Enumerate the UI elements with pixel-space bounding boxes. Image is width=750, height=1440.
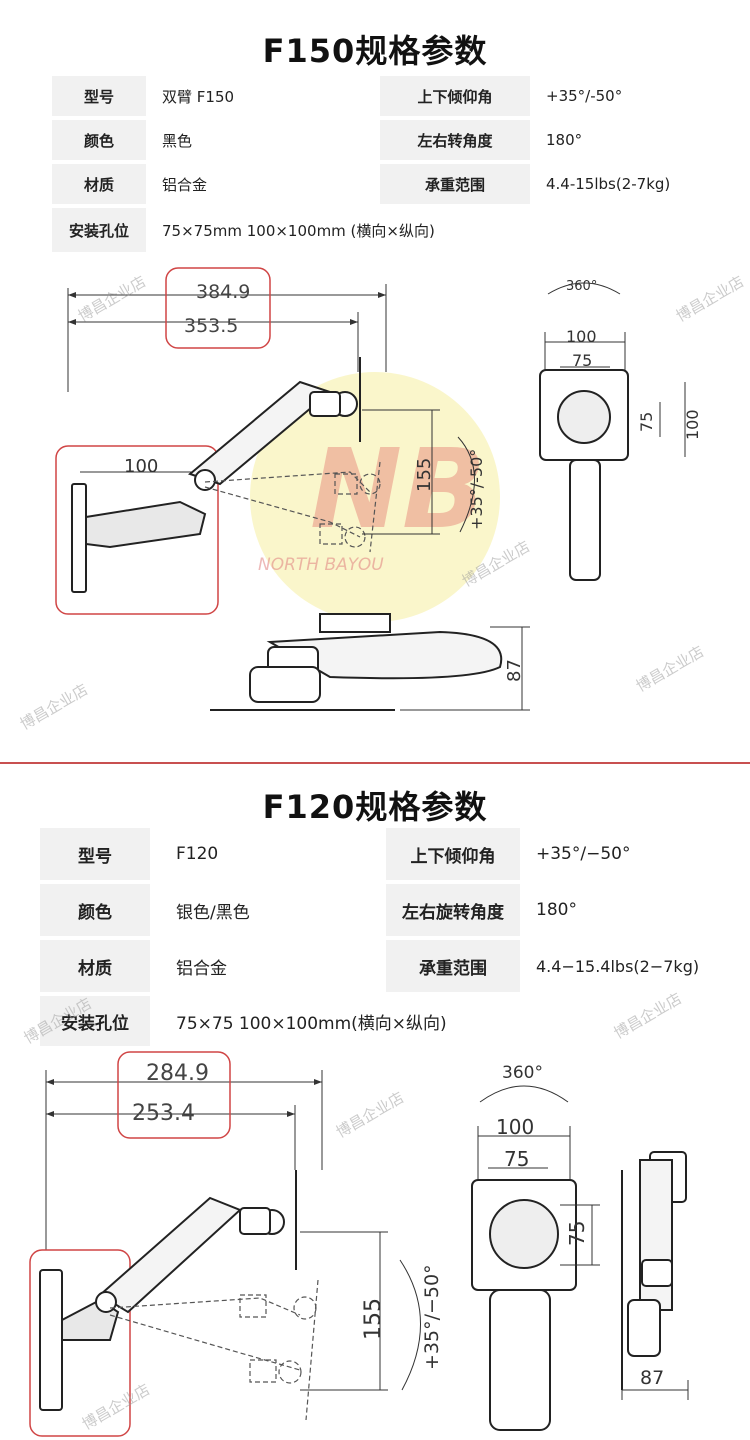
section-title-f150: F150规格参数 [262,32,488,70]
spec-value: 75×75mm 100×100mm (横向×纵向) [148,208,698,252]
spec-value: 180° [522,884,710,936]
brand-logo-watermark: NB [250,372,500,622]
spec-label: 承重范围 [380,164,530,204]
vesa-outer: 100 [566,327,597,346]
spec-label: 型号 [40,828,150,880]
vesa-inner: 75 [504,1147,529,1171]
arm-dashed-positions [109,1279,319,1421]
spec-value: +35°/−50° [522,828,710,880]
spec-value: 铝合金 [148,164,378,204]
spec-label: 上下倾仰角 [386,828,520,880]
arm-side-view [71,357,361,593]
spec-label: 颜色 [40,884,150,936]
spec-label: 左右旋转角度 [386,884,520,936]
vesa-plate-front [471,1179,577,1431]
shop-watermark: 博昌企业店 [75,272,149,325]
spec-label: 左右转角度 [380,120,530,160]
highlight-box [117,1051,231,1139]
spec-label: 型号 [52,76,146,116]
dim-wall: 100 [124,456,158,477]
dim-reach: 353.5 [184,315,238,337]
spec-row: 颜色 黑色 左右转角度 180° [52,120,698,160]
shop-watermark: 博昌企业店 [79,1380,153,1433]
spec-row: 安装孔位 75×75mm 100×100mm (横向×纵向) [52,208,698,252]
diagram-f120: 284.9 253.4 155 +35°/−50° 360° 100 75 [29,1051,689,1437]
tilt-angle: +35°/−50° [421,1264,443,1370]
depth: 87 [640,1367,664,1389]
spec-value: 银色/黑色 [152,884,362,936]
spec-row: 型号 双臂 F150 上下倾仰角 +35°/-50° [52,76,698,116]
vesa-v-inner: 75 [637,412,656,432]
spec-row: 材质 铝合金 承重范围 4.4−15.4lbs(2−7kg) [40,940,710,992]
spec-label: 材质 [52,164,146,204]
rotation-angle: 360° [502,1063,543,1083]
arm-dashed-positions [204,461,381,553]
section-title-f120: F120规格参数 [262,788,488,826]
highlight-box [29,1249,131,1437]
shop-watermark: 博昌企业店 [17,680,91,732]
vesa-plate-front [539,369,629,581]
spec-row: 型号 F120 上下倾仰角 +35°/−50° [40,828,710,880]
spec-label: 材质 [40,940,150,992]
vesa-v-outer: 100 [683,409,702,440]
arm-narrow-side-view [621,1151,687,1390]
brand-watermark-text: NORTH BAYOU [258,555,384,575]
shop-watermark: 博昌企业店 [633,642,707,695]
highlight-box [55,445,219,615]
dim-total: 384.9 [196,281,250,303]
depth: 87 [504,659,525,682]
spec-value: 4.4-15lbs(2-7kg) [532,164,698,204]
spec-value: 铝合金 [152,940,362,992]
spec-label: 上下倾仰角 [380,76,530,116]
shop-watermark: 博昌企业店 [673,272,747,325]
vesa-outer: 100 [496,1115,534,1139]
spec-row: 材质 铝合金 承重范围 4.4-15lbs(2-7kg) [52,164,698,204]
svg-text:NB: NB [310,425,486,553]
dim-height: 155 [414,458,435,492]
highlight-box [165,267,271,349]
spec-value: 180° [532,120,698,160]
tilt-angle: +35°/-50° [467,449,486,530]
diagram-f150: NB NORTH BAYOU 384.9 353.5 100 [17,267,747,732]
spec-label: 安装孔位 [40,996,150,1046]
spec-value: F120 [152,828,362,880]
spec-row: 颜色 银色/黑色 左右旋转角度 180° [40,884,710,936]
spec-value: +35°/-50° [532,76,698,116]
spec-label: 承重范围 [386,940,520,992]
spec-row: 安装孔位 75×75 100×100mm(横向×纵向) [40,996,710,1046]
shop-watermark: 博昌企业店 [333,1088,407,1141]
rotation-angle: 360° [566,279,597,294]
arm-top-view [210,613,503,711]
spec-value: 4.4−15.4lbs(2−7kg) [522,940,710,992]
dim-total: 284.9 [146,1061,209,1086]
spec-value: 双臂 F150 [148,76,378,116]
spec-value: 75×75 100×100mm(横向×纵向) [152,996,710,1046]
dim-height: 155 [361,1298,386,1340]
spec-label: 颜色 [52,120,146,160]
vesa-inner: 75 [572,351,592,370]
spec-label: 安装孔位 [52,208,146,252]
arm-side-view [39,1170,297,1411]
section-divider [0,762,750,764]
spec-table-f150: 型号 双臂 F150 上下倾仰角 +35°/-50° 颜色 黑色 左右转角度 1… [52,76,698,256]
dim-reach: 253.4 [132,1101,195,1126]
vesa-v-inner: 75 [565,1221,589,1246]
spec-value: 黑色 [148,120,378,160]
spec-table-f120: 型号 F120 上下倾仰角 +35°/−50° 颜色 银色/黑色 左右旋转角度 … [40,828,710,1046]
